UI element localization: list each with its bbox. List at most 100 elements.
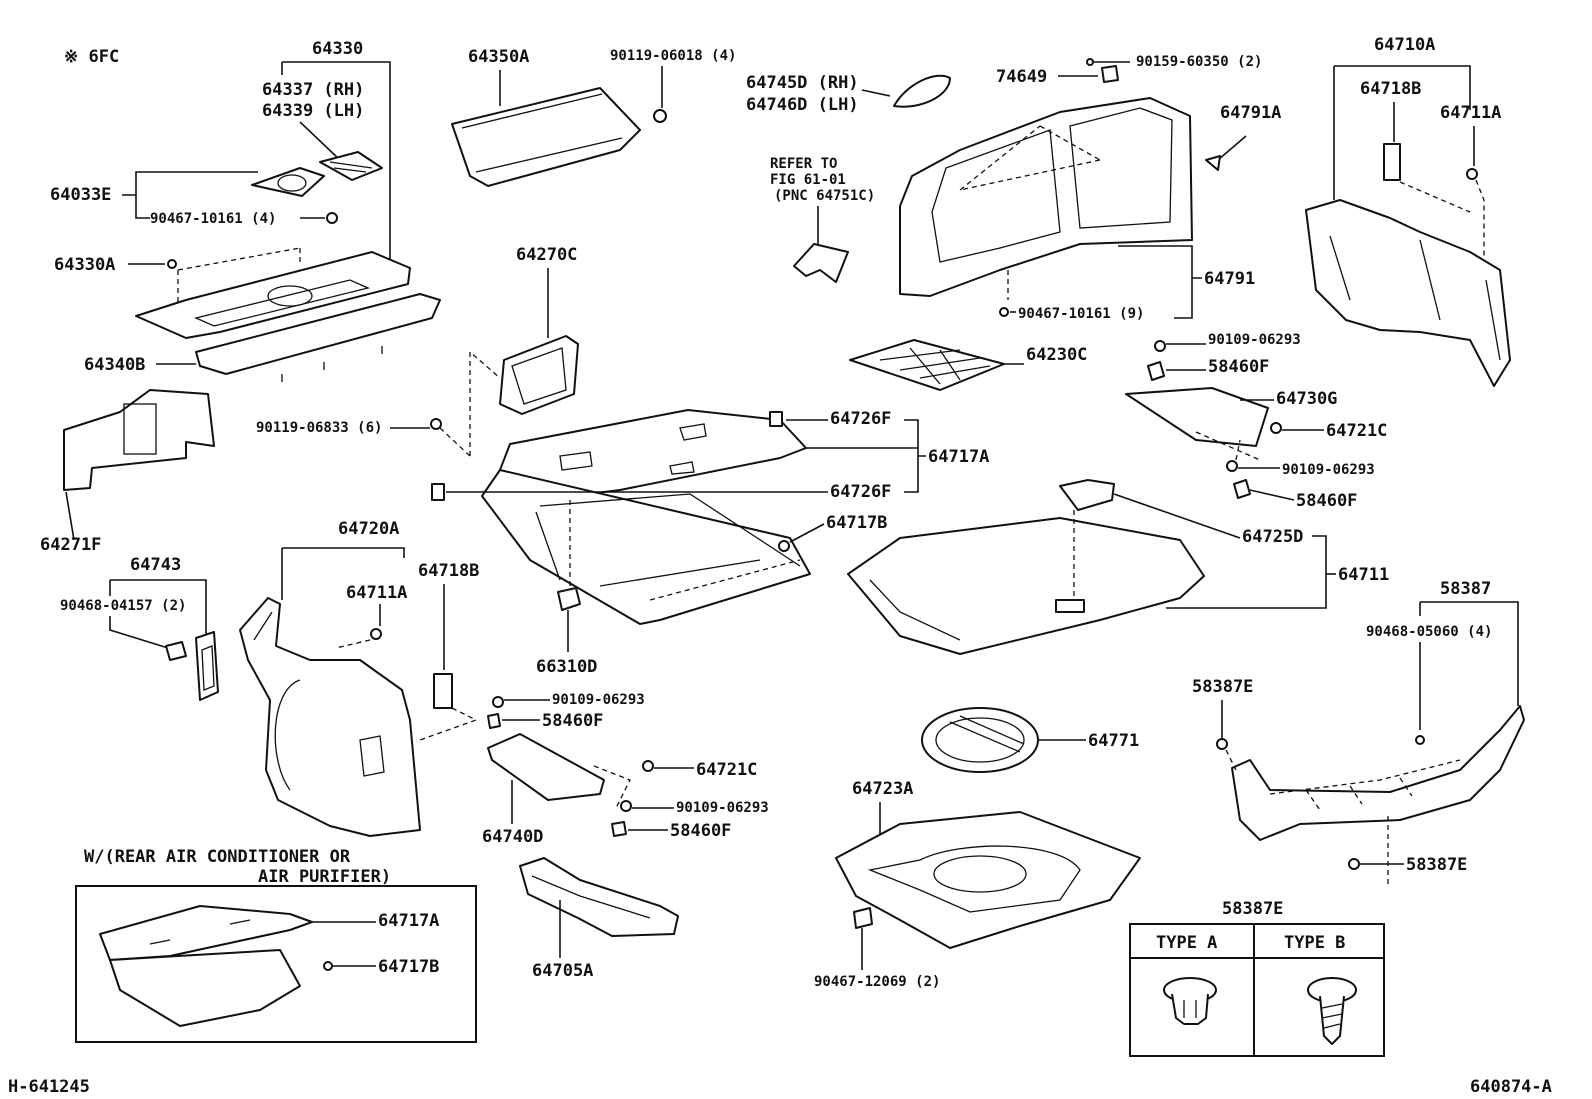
cover-64743 — [195, 631, 219, 701]
screw-90119-06833 — [430, 418, 442, 430]
clip-90468-04157 — [165, 641, 187, 661]
label-58387E-b: 58387E — [1406, 855, 1467, 875]
package-tray-bracket-64350A: 64350A 90119-06018 (4) — [451, 47, 736, 187]
inset-label-64717B: 64717B — [378, 957, 439, 977]
clip-64726F-lower — [431, 483, 445, 501]
label-64745D: 64745D (RH) — [746, 73, 859, 93]
handle-74649 — [1101, 65, 1119, 83]
clip-screw — [326, 212, 338, 224]
label-64350A: 64350A — [468, 47, 529, 67]
type-table-col-a: TYPE A — [1156, 933, 1217, 953]
label-90119-06018: 90119-06018 (4) — [610, 48, 736, 64]
type-table-frame — [1129, 923, 1385, 1057]
label-64725D: 64725D — [1242, 527, 1303, 547]
label-64033E: 64033E — [50, 185, 111, 205]
label-64711A-right: 64711A — [1440, 103, 1501, 123]
label-66310D: 66310D — [536, 657, 597, 677]
label-74649: 74649 — [996, 67, 1047, 87]
type-a-clip-icon — [1163, 977, 1217, 1025]
side-trim-right-64710A: 64710A 64718B 64711A — [1305, 35, 1511, 387]
bolt-90119-06018 — [653, 109, 667, 123]
cover-64745D — [893, 74, 951, 108]
label-64230C: 64230C — [1026, 345, 1087, 365]
label-90467-10161-4: 90467-10161 (4) — [150, 211, 276, 227]
bracket-64705A: 64705A — [519, 857, 679, 981]
label-90468-05060: 90468-05060 (4) — [1366, 624, 1492, 640]
label-90467-12069: 90467-12069 (2) — [814, 974, 940, 990]
label-64330A: 64330A — [54, 255, 115, 275]
hook-64725D — [1059, 479, 1115, 511]
package-tray-trim — [195, 293, 441, 375]
label-58387E-a: 58387E — [1192, 677, 1253, 697]
insulator-64271F: 64271F — [40, 389, 215, 555]
type-b-clip-icon — [1307, 977, 1357, 1045]
refer-line3: (PNC 64751C) — [774, 188, 875, 204]
model-code: ※ 6FC — [64, 47, 119, 67]
spare-tire-tray-64723A: 64723A 90467-12069 (2) — [814, 779, 1141, 990]
label-90159-60350: 90159-60350 (2) — [1136, 54, 1262, 70]
clip-90467-12069 — [853, 907, 873, 929]
cover-64730G — [1125, 387, 1269, 447]
label-64746D: 64746D (LH) — [746, 95, 859, 115]
label-90109-06293-d: 90109-06293 — [1282, 462, 1375, 478]
label-64771: 64771 — [1088, 731, 1139, 751]
label-58460F-d: 58460F — [1296, 491, 1357, 511]
label-64330: 64330 — [312, 39, 363, 59]
label-64721C-a: 64721C — [696, 760, 757, 780]
label-64711A-left: 64711A — [346, 583, 407, 603]
figure-code-left: H-641245 — [8, 1077, 90, 1097]
type-table-col-b: TYPE B — [1284, 933, 1345, 953]
cover-64740D — [487, 733, 605, 801]
label-58460F-c: 58460F — [1208, 357, 1269, 377]
label-64723A: 64723A — [852, 779, 913, 799]
type-table-title: 58387E — [1222, 899, 1283, 919]
speaker-grille-64337 — [319, 151, 383, 181]
cap-64718B-left — [433, 673, 453, 709]
label-58460F-b: 58460F — [670, 821, 731, 841]
refer-line2: FIG 61-01 — [770, 172, 846, 188]
label-64726F-lower: 64726F — [830, 482, 891, 502]
label-64791: 64791 — [1204, 269, 1255, 289]
refer-part-64751C — [793, 243, 849, 283]
label-64710A: 64710A — [1374, 35, 1435, 55]
inset-title-line1: W/(REAR AIR CONDITIONER OR — [84, 847, 351, 867]
label-90109-06293-b: 90109-06293 — [676, 800, 769, 816]
label-90467-10161-9: 90467-10161 (9) — [1018, 306, 1144, 322]
clip-66310D — [557, 587, 581, 611]
label-90468-04157: 90468-04157 (2) — [60, 598, 186, 614]
trunk-front-trim: 64726F 64726F 64717A 64717B 66310D — [431, 409, 989, 677]
clip-64717B — [778, 540, 790, 552]
trunk-lid-trim-64791 — [899, 97, 1193, 297]
clip-type-table: 58387E TYPE A TYPE B — [1129, 899, 1385, 1057]
label-64270C: 64270C — [516, 245, 577, 265]
cap-64718B-right — [1383, 143, 1401, 181]
figure-code-right: 640874-A — [1470, 1077, 1552, 1097]
package-tray-group: 64330 64337 (RH) 64339 (LH) 64033E 90467… — [50, 39, 441, 382]
side-trim-left-group: 64743 90468-04157 (2) 64720A 64711A 6471… — [60, 519, 479, 837]
label-64711: 64711 — [1338, 565, 1389, 585]
inset-rear-ac: W/(REAR AIR CONDITIONER OR AIR PURIFIER)… — [75, 847, 477, 1043]
spare-tire-cover-64771: 64771 — [921, 707, 1139, 773]
label-64718B-right: 64718B — [1360, 79, 1421, 99]
label-64730G: 64730G — [1276, 389, 1337, 409]
speaker-grille-64033E — [251, 167, 325, 197]
label-64791A: 64791A — [1220, 103, 1281, 123]
label-64740D: 64740D — [482, 827, 543, 847]
label-64726F-upper: 64726F — [830, 409, 891, 429]
trunk-lid-trim-group: 64745D (RH) 64746D (LH) 74649 90159-6035… — [746, 54, 1281, 322]
refer-line1: REFER TO — [770, 156, 837, 172]
clip-64726F-upper — [769, 411, 783, 427]
label-64271F: 64271F — [40, 535, 101, 555]
label-64717B: 64717B — [826, 513, 887, 533]
label-64718B-left: 64718B — [418, 561, 479, 581]
trunk-mat-64711: 64725D 64711 — [847, 479, 1389, 655]
access-door-64270C: 64270C 90119-06833 (6) — [256, 245, 579, 457]
label-58460F-a: 58460F — [542, 711, 603, 731]
inset-label-64717A: 64717A — [378, 911, 439, 931]
inset-title-line2: AIR PURIFIER) — [258, 867, 391, 887]
clip-64791A — [1205, 155, 1221, 171]
label-64705A: 64705A — [532, 961, 593, 981]
label-64339: 64339 (LH) — [262, 101, 364, 121]
label-90119-06833: 90119-06833 (6) — [256, 420, 382, 436]
